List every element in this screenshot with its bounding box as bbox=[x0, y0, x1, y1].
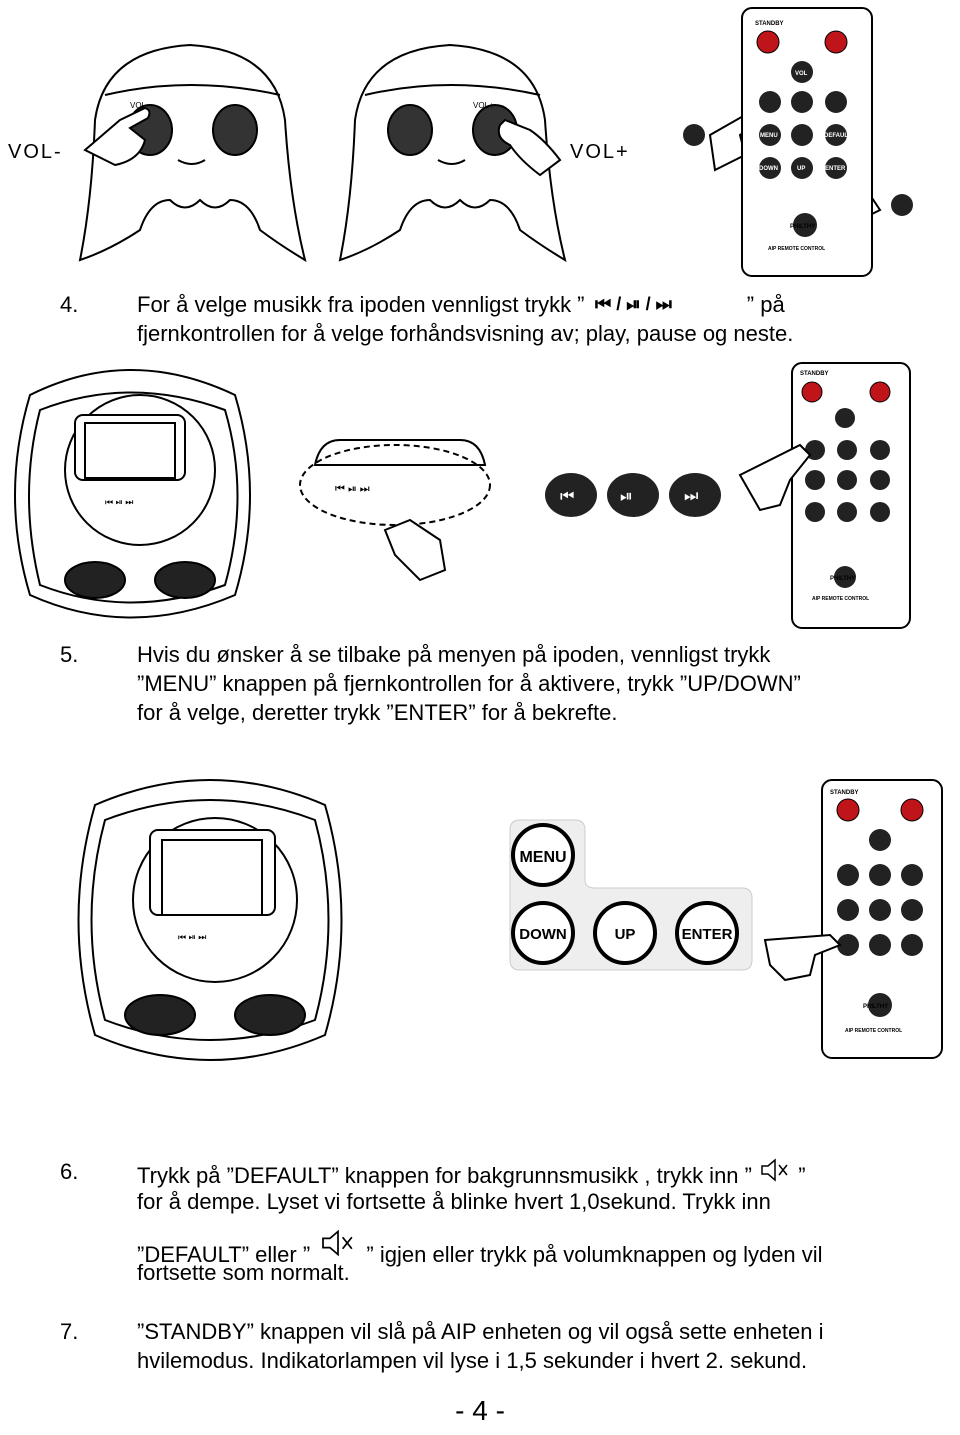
step6-line1-pre: Trykk på ”DEFAULT” knappen for bakgrunns… bbox=[137, 1163, 752, 1188]
speaker-right-vol-label: VOL+ bbox=[473, 101, 494, 110]
step7-line1: ”STANDBY” knappen vil slå på AIP enheten… bbox=[137, 1319, 824, 1344]
step5-line2: ”MENU” knappen på fjernkontrollen for å … bbox=[137, 671, 801, 696]
step4-line1-post: ” på bbox=[746, 292, 785, 317]
playback-buttons: ⏮ ⏯ ⏭ bbox=[545, 473, 721, 517]
remote-control-3: STANDBY PHILTHY AIP REMOTE CONTROL bbox=[763, 779, 943, 1059]
remote3-brand: PHILTHY bbox=[863, 1004, 888, 1010]
step6-line3-post: ” igjen eller trykk på volumknappen og l… bbox=[366, 1242, 823, 1267]
speaker-right: VOL+ bbox=[338, 43, 567, 263]
step6-line1-post: ” bbox=[798, 1163, 806, 1188]
remote2-standby-label: STANDBY bbox=[800, 371, 829, 377]
remote2-brand: PHILTHY bbox=[830, 576, 855, 582]
remote1-down-label: DOWN bbox=[759, 166, 778, 172]
svg-text:⏮ ⏯ ⏭: ⏮ ⏯ ⏭ bbox=[178, 932, 206, 942]
step6-line2: for å dempe. Lyset vi fortsette å blinke… bbox=[137, 1189, 771, 1214]
menu-panel: MENU DOWN UP ENTER bbox=[509, 819, 753, 971]
mute-icon bbox=[316, 1228, 360, 1258]
step4-number: 4. bbox=[60, 292, 79, 317]
figure-menu: ⏮ ⏯ ⏭ MENU DOWN UP ENTER STANDBY bbox=[0, 770, 960, 1070]
remote-control-1: STANDBY VOL MENU DEFAULT DOWN UP ENTER P… bbox=[683, 7, 913, 277]
step4-line2: fjernkontrollen for å velge forhåndsvisn… bbox=[137, 321, 794, 346]
dock-top-detail: ⏮ ⏯ ⏭ bbox=[299, 439, 491, 582]
svg-text:⏮ ⏯ ⏭: ⏮ ⏯ ⏭ bbox=[335, 483, 370, 495]
step4-line1: For å velge musikk fra ipoden vennligst … bbox=[137, 290, 785, 319]
mute-icon bbox=[758, 1157, 792, 1183]
step5-number: 5. bbox=[60, 642, 79, 667]
remote3-standby-label: STANDBY bbox=[830, 790, 859, 796]
figure-playback: ⏮ ⏯ ⏭ ⏮ ⏯ ⏭ ⏮ ⏯ ⏭ STANDBY bbox=[0, 355, 960, 635]
svg-text:⏮ / ⏯ / ⏭: ⏮ / ⏯ / ⏭ bbox=[595, 294, 673, 314]
remote1-enter-label: ENTER bbox=[825, 166, 846, 172]
remote1-menu-label: MENU bbox=[760, 133, 778, 139]
step6-line1: Trykk på ”DEFAULT” knappen for bakgrunns… bbox=[137, 1157, 806, 1190]
page-number: - 4 - bbox=[455, 1395, 505, 1426]
remote1-default-label: DEFAULT bbox=[824, 133, 852, 139]
step5-line1: Hvis du ønsker å se tilbake på menyen på… bbox=[137, 642, 771, 667]
step7-number: 7. bbox=[60, 1319, 79, 1344]
enter-button-label: ENTER bbox=[682, 926, 733, 943]
dock-base-1: ⏮ ⏯ ⏭ bbox=[14, 369, 251, 619]
up-button-label: UP bbox=[615, 926, 636, 943]
step6-line4: fortsette som normalt. bbox=[137, 1260, 350, 1285]
prev-play-next-icons: ⏮ / ⏯ / ⏭ bbox=[591, 293, 741, 315]
remote2-caption: AIP REMOTE CONTROL bbox=[812, 596, 869, 602]
speaker-left-vol-label: VOL- bbox=[130, 101, 149, 110]
svg-text:⏭: ⏭ bbox=[684, 488, 698, 505]
menu-button-label: MENU bbox=[519, 849, 566, 866]
remote-control-2: STANDBY PHILTHY AIP REMOTE CONTROL bbox=[738, 362, 911, 629]
vol-plus-label: VOL+ bbox=[570, 141, 630, 163]
vol-minus-label: VOL- bbox=[8, 141, 63, 163]
remote1-up-label: UP bbox=[797, 166, 805, 172]
remote1-vol-up-label: VOL bbox=[795, 71, 808, 77]
dock-base-2: ⏮ ⏯ ⏭ bbox=[77, 779, 343, 1061]
remote1-caption: AIP REMOTE CONTROL bbox=[768, 246, 825, 252]
step5-line3: for å velge, deretter trykk ”ENTER” for … bbox=[137, 700, 618, 725]
remote3-caption: AIP REMOTE CONTROL bbox=[845, 1028, 902, 1034]
volume-illustration: VOL- VOL+ VOL- VOL+ bbox=[8, 7, 913, 277]
down-button-label: DOWN bbox=[519, 926, 567, 943]
svg-text:⏮: ⏮ bbox=[560, 488, 574, 505]
svg-text:⏮ ⏯ ⏭: ⏮ ⏯ ⏭ bbox=[105, 497, 133, 507]
step7-line2: hvilemodus. Indikatorlampen vil lyse i 1… bbox=[137, 1348, 808, 1373]
remote1-standby-label: STANDBY bbox=[755, 21, 784, 27]
step4-line1-pre: For å velge musikk fra ipoden vennligst … bbox=[137, 292, 585, 317]
figure-volume: VOL- VOL+ VOL- VOL+ bbox=[0, 0, 960, 285]
step6-line3-pre: ”DEFAULT” eller ” bbox=[137, 1242, 311, 1267]
step6-line3: ”DEFAULT” eller ” ” igjen eller trykk på… bbox=[137, 1228, 823, 1269]
remote1-brand: PHILTHY bbox=[790, 224, 815, 230]
svg-text:⏯: ⏯ bbox=[620, 488, 633, 505]
step6-number: 6. bbox=[60, 1159, 79, 1184]
